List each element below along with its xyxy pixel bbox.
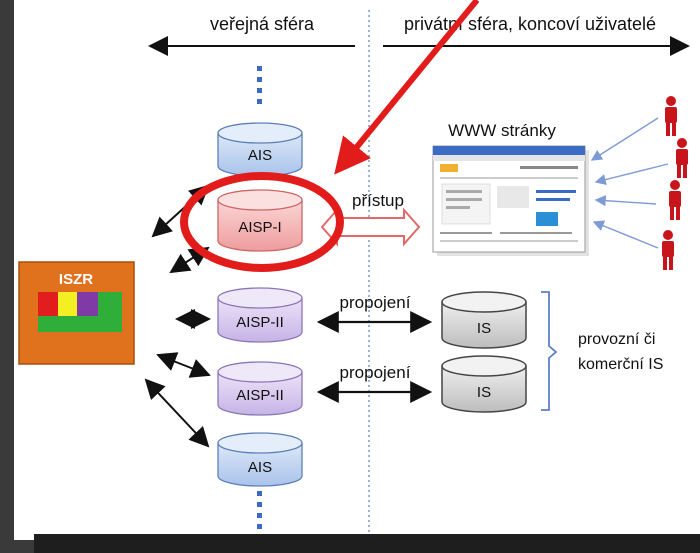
bracket-label-line1: provozní či [578, 331, 655, 348]
cylinder-ais-top: AIS [217, 122, 303, 177]
bottom-band [34, 534, 700, 553]
web-page-thumbnail [432, 145, 589, 256]
connector-ais-bottom [144, 378, 210, 448]
cylinder-is-b: IS [441, 355, 527, 413]
user-icon [669, 180, 681, 220]
highlight-ellipse [180, 172, 344, 272]
ais-bottom-label: AIS [248, 459, 272, 476]
is-a-label: IS [477, 320, 491, 337]
user-arrow-1 [590, 117, 659, 161]
highlight-arrow [334, 0, 480, 175]
iszr-block: ISZR [18, 261, 135, 365]
connector-aisp-ii-b [156, 352, 211, 378]
user-arrow-3 [594, 195, 657, 207]
is-bracket [541, 291, 558, 411]
user-icon [676, 138, 688, 178]
end-users [662, 96, 688, 270]
user-icon [665, 96, 677, 136]
cylinder-is-a: IS [441, 291, 527, 349]
web-title: WWW stránky [448, 121, 556, 140]
is-b-label: IS [477, 384, 491, 401]
link-label-a: propojení [340, 293, 411, 312]
access-label: přístup [352, 191, 404, 210]
user-access-arrows [590, 117, 669, 249]
user-icon [662, 230, 674, 270]
ais-top-label: AIS [248, 147, 272, 164]
header-public-label: veřejná sféra [210, 14, 315, 34]
iszr-label: ISZR [59, 271, 93, 288]
aisp-ii-b-label: AISP-II [236, 387, 284, 404]
cylinder-aisp-ii-a: AISP-II [217, 287, 303, 343]
aisp-ii-a-label: AISP-II [236, 314, 284, 331]
user-arrow-2 [594, 163, 669, 186]
bottom-continuation-dots [257, 491, 262, 529]
bracket-label-line2: komerční IS [578, 356, 663, 373]
cylinder-ais-bottom: AIS [217, 432, 303, 487]
user-arrow-4 [592, 220, 659, 249]
iszr-base-green [38, 316, 122, 332]
cylinder-aisp-ii-b: AISP-II [217, 361, 303, 416]
header-private-label: privátní sféra, koncoví uživatelé [404, 14, 656, 34]
top-continuation-dots [257, 66, 262, 104]
aisp-i-label: AISP-I [238, 219, 281, 236]
cylinder-aisp-i: AISP-I [217, 189, 303, 252]
link-label-b: propojení [340, 363, 411, 382]
